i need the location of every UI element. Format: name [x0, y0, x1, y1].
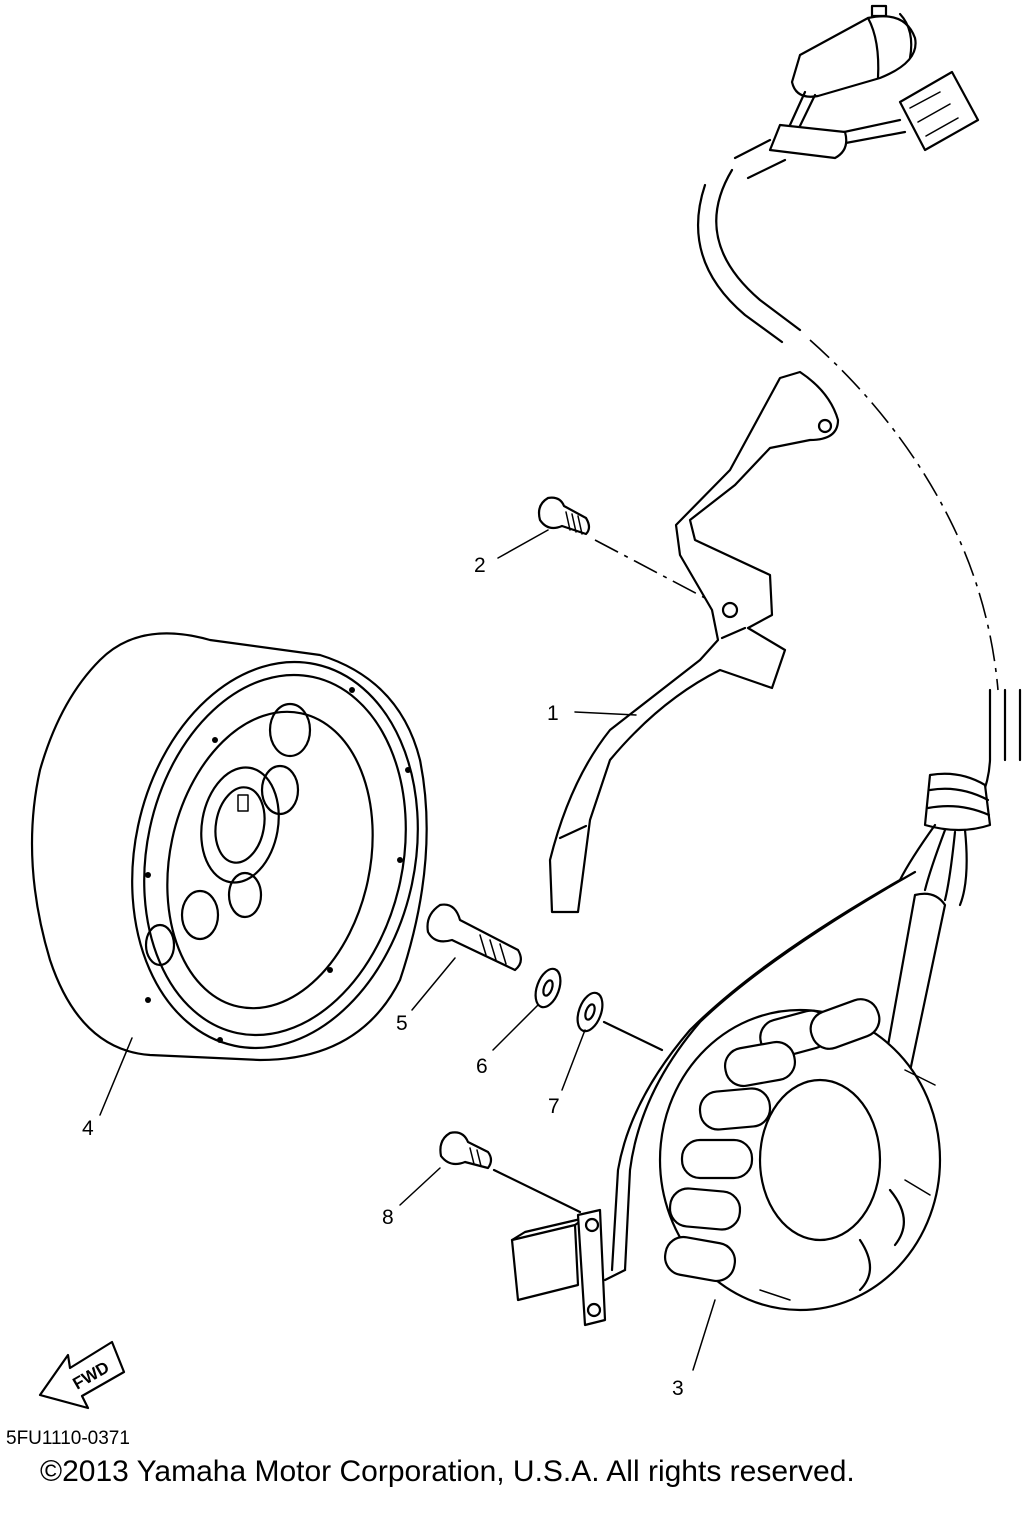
- part-4-flywheel: [30, 632, 428, 1062]
- leader-7-to-stator: [602, 1020, 664, 1052]
- diagram-code: 5FU1110-0371: [6, 1428, 130, 1449]
- callout-labels: 1 2 3 4 5 6 7 8: [82, 554, 684, 1400]
- part-8-bolt: [439, 1131, 493, 1170]
- wire-harness: [610, 4, 1022, 1272]
- part-6-washer: [534, 967, 562, 1009]
- fwd-arrow-icon: FWD: [38, 1340, 126, 1410]
- callout-1: 1: [547, 702, 559, 725]
- part-7-washer: [576, 991, 604, 1033]
- part-5-bolt: [426, 903, 522, 972]
- callout-leaders: [99, 529, 716, 1371]
- callout-6: 6: [476, 1055, 488, 1078]
- part-2-bolt: [537, 496, 591, 536]
- leader-8-to-pickup: [492, 1168, 582, 1214]
- leader-2: [594, 539, 706, 599]
- part-1-bracket: [548, 370, 840, 914]
- callout-4: 4: [82, 1117, 94, 1140]
- pickup-coil: [510, 1208, 627, 1327]
- part-3-stator: [658, 998, 942, 1312]
- copyright-notice: ©2013 Yamaha Motor Corporation, U.S.A. A…: [40, 1455, 855, 1488]
- callout-7: 7: [548, 1095, 560, 1118]
- callout-2: 2: [474, 554, 486, 577]
- callout-8: 8: [382, 1206, 394, 1229]
- callout-5: 5: [396, 1012, 408, 1035]
- callout-3: 3: [672, 1377, 684, 1400]
